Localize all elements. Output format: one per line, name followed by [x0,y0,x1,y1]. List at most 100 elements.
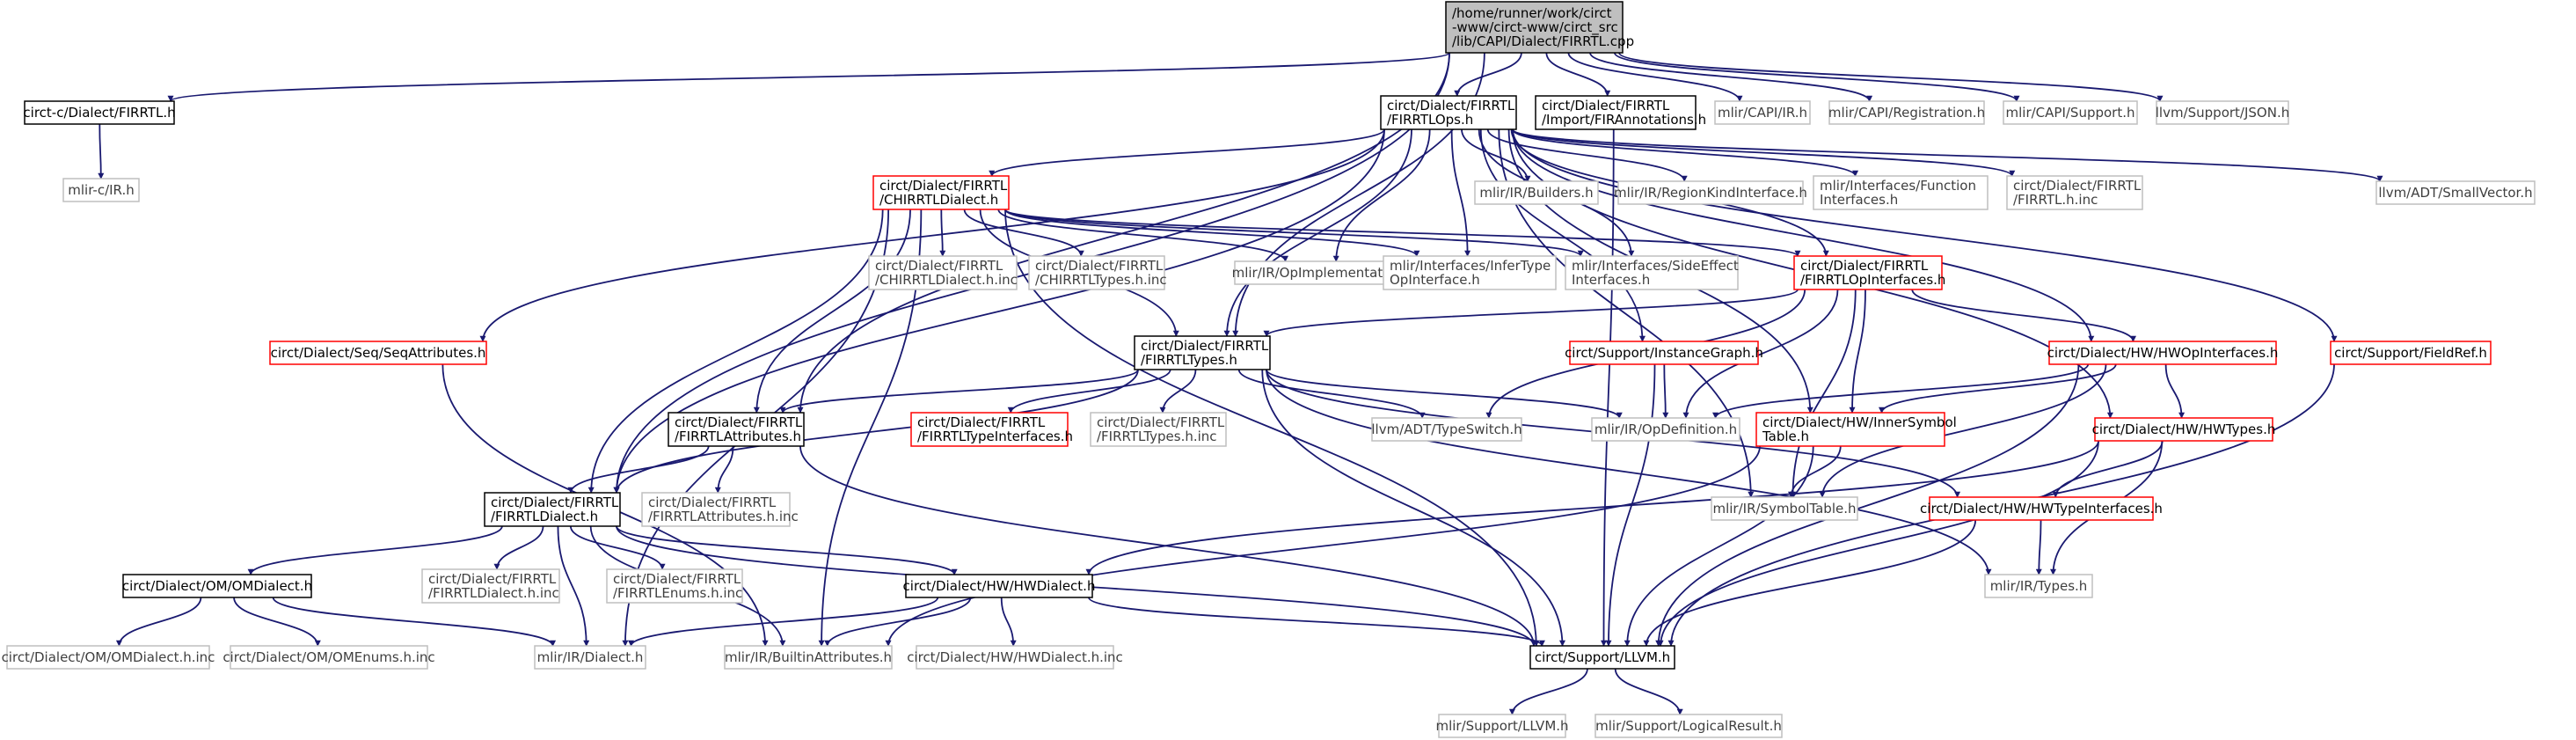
dependency-edge [1004,209,1584,257]
graph-node-firrtl-dialect-inc[interactable]: circt/Dialect/FIRRTL/FIRRTLDialect.h.inc [421,568,560,604]
graph-node-mlir-capi-ir[interactable]: mlir/CAPI/IR.h [1714,100,1811,125]
graph-node-llvm-json[interactable]: llvm/Support/JSON.h [2156,100,2289,125]
graph-node-firrtl-types-inc[interactable]: circt/Dialect/FIRRTL/FIRRTLTypes.h.inc [1090,412,1227,447]
node-label-line: circt/Support/FieldRef.h [2334,345,2487,361]
dependency-edge [1712,363,2090,419]
node-box [1711,496,1858,521]
graph-node-root[interactable]: /home/runner/work/circt-www/circt-www/ci… [1445,1,1634,54]
graph-node-hw-dialect[interactable]: circt/Dialect/HW/HWDialect.h [903,574,1096,598]
graph-node-firrtl-type-interfaces[interactable]: circt/Dialect/FIRRTL/FIRRTLTypeInterface… [910,412,1073,447]
dependency-edge [1454,52,1522,97]
graph-node-capi-firrtl-h[interactable]: circt-c/Dialect/FIRRTL.h [23,100,176,125]
node-label-line: /FIRRTLAttributes.h.inc [648,509,799,524]
graph-node-firrtl-attributes-inc[interactable]: circt/Dialect/FIRRTL/FIRRTLAttributes.h.… [641,492,799,527]
edge-firrtlops-to-hw-op-interfaces [1512,128,2095,342]
node-label-line: mlir/Interfaces/SideEffect [1572,258,1739,274]
graph-node-firrtl-h-inc[interactable]: circt/Dialect/FIRRTL/FIRRTL.h.inc [2006,175,2143,210]
graph-node-type-switch[interactable]: llvm/ADT/TypeSwitch.h [1371,417,1522,442]
graph-node-hw-types[interactable]: circt/Dialect/HW/HWTypes.h [2092,417,2276,442]
graph-node-builtin-attributes[interactable]: mlir/IR/BuiltinAttributes.h [724,645,893,670]
edge-om-dialect-to-om-enums-inc [233,597,321,647]
graph-node-om-enums-inc[interactable]: circt/Dialect/OM/OMEnums.h.inc [223,645,435,670]
graph-node-small-vector[interactable]: llvm/ADT/SmallVector.h [2375,180,2536,205]
graph-node-support-llvm[interactable]: circt/Support/LLVM.h [1529,645,1675,670]
node-label-line: circt/Dialect/FIRRTL [428,571,557,587]
node-label-line: llvm/Support/JSON.h [2156,105,2289,121]
graph-node-firrtl-op-interfaces[interactable]: circt/Dialect/FIRRTL/FIRRTLOpInterfaces.… [1793,255,1945,290]
graph-node-seq-attributes[interactable]: circt/Dialect/Seq/SeqAttributes.h [269,341,487,365]
graph-node-mlir-ir-types[interactable]: mlir/IR/Types.h [1984,574,2093,598]
graph-node-mlirc-ir[interactable]: mlir-c/IR.h [62,178,140,202]
node-box [641,492,791,527]
edge-chirrtl-dialect-to-firrtl-attributes [753,209,911,414]
graph-node-hw-dialect-inc[interactable]: circt/Dialect/HW/HWDialect.h.inc [907,645,1123,670]
graph-node-region-kind[interactable]: mlir/IR/RegionKindInterface.h [1614,180,1807,205]
dependency-edge [779,369,1139,414]
edge-firrtlops-to-region-kind [1486,128,1688,182]
node-label-line: circt/Dialect/OM/OMDialect.h.inc [2,649,215,665]
node-box [2156,100,2289,125]
node-box [1380,95,1517,130]
graph-node-chirrtl-types-inc[interactable]: circt/Dialect/FIRRTL/CHIRRTLTypes.h.inc [1028,255,1167,290]
graph-node-chirrtl-dialect[interactable]: circt/Dialect/FIRRTL/CHIRRTLDialect.h [872,175,1010,210]
dependency-edge [233,597,321,647]
graph-node-firrtl-attributes[interactable]: circt/Dialect/FIRRTL/FIRRTLAttributes.h [668,412,805,447]
graph-node-fir-annotations[interactable]: circt/Dialect/FIRRTL/Import/FIRAnnotatio… [1535,95,1706,130]
node-label-line: mlir/Support/LogicalResult.h [1595,718,1782,734]
edge-chirrtl-dialect-to-infer-type [1004,209,1420,257]
graph-node-mlir-ir-builders[interactable]: mlir/IR/Builders.h [1474,180,1599,205]
node-label-line: mlir/IR/SymbolTable.h [1712,501,1856,517]
graph-node-op-definition[interactable]: mlir/IR/OpDefinition.h [1591,417,1740,442]
node-box [230,645,428,670]
graph-node-om-dialect[interactable]: circt/Dialect/OM/OMDialect.h [122,574,312,598]
node-box [724,645,893,670]
graph-node-field-ref[interactable]: circt/Support/FieldRef.h [2330,341,2492,365]
dependency-edge [1657,440,2099,647]
node-label-line: /FIRRTLDialect.h.inc [428,585,559,601]
node-label-line: circt/Dialect/HW/HWOpInterfaces.h [2047,345,2279,361]
graph-node-mlir-capi-support[interactable]: mlir/CAPI/Support.h [2003,100,2138,125]
graph-node-logical-result[interactable]: mlir/Support/LogicalResult.h [1594,714,1783,738]
node-label-line: circt/Dialect/FIRRTL [879,178,1008,194]
graph-node-firrtlops[interactable]: circt/Dialect/FIRRTL/FIRRTLOps.h [1380,95,1517,130]
dependency-edge [1450,128,1471,257]
graph-node-firrtl-enums-inc[interactable]: circt/Dialect/FIRRTL/FIRRTLEnums.h.inc [606,568,743,604]
edge-hw-types-to-hw-type-interfaces [2052,440,2164,498]
node-label-line: mlir/IR/OpImplementation.h [1232,265,1416,281]
node-label-line: circt/Dialect/OM/OMEnums.h.inc [223,649,434,665]
node-label-line: circt/Dialect/FIRRTL [1097,414,1225,430]
dependency-edge [1159,369,1197,414]
node-label-line: circt/Dialect/OM/OMDialect.h [122,578,312,594]
node-label-line: Interfaces.h [1820,192,1898,208]
node-label-line: mlir/IR/RegionKindInterface.h [1614,185,1807,201]
dependency-edge [1849,289,1866,414]
node-box [916,645,1114,670]
node-label-line: /FIRRTLEnums.h.inc [613,585,742,601]
edge-firrtl-dialect-to-hw-dialect [616,525,958,575]
graph-node-mlir-capi-registration[interactable]: mlir/CAPI/Registration.h [1828,100,1985,125]
graph-node-om-dialect-inc[interactable]: circt/Dialect/OM/OMDialect.h.inc [2,645,215,670]
node-box [606,568,743,604]
graph-node-mlir-support-llvm[interactable]: mlir/Support/LLVM.h [1435,714,1569,738]
node-label-line: mlir/IR/Types.h [1990,578,2088,594]
graph-node-mlir-ir-dialect[interactable]: mlir/IR/Dialect.h [534,645,646,670]
dependency-edge [1007,369,1171,414]
graph-node-firrtl-types[interactable]: circt/Dialect/FIRRTL/FIRRTLTypes.h [1134,335,1271,370]
node-label-line: /FIRRTLAttributes.h [675,429,801,444]
node-label-line: llvm/ADT/TypeSwitch.h [1371,421,1522,437]
graph-node-instance-graph[interactable]: circt/Support/InstanceGraph.h [1565,341,1763,365]
node-label-line: llvm/ADT/SmallVector.h [2378,185,2532,201]
edge-root-to-firrtl-attributes [797,52,1450,414]
graph-node-firrtl-dialect[interactable]: circt/Dialect/FIRRTL/FIRRTLDialect.h [484,492,621,527]
graph-node-hw-op-interfaces[interactable]: circt/Dialect/HW/HWOpInterfaces.h [2047,341,2279,365]
edge-hw-types-to-support-llvm [1657,440,2099,647]
edge-capi-firrtl-h-to-mlirc-ir [98,123,105,180]
graph-node-chirrtl-dialect-inc[interactable]: circt/Dialect/FIRRTL/CHIRRTLDialect.h.in… [868,255,1018,290]
graph-node-symbol-table[interactable]: mlir/IR/SymbolTable.h [1711,496,1858,521]
edge-firrtl-op-interfaces-to-inner-symbol-table [1849,289,1866,414]
graph-node-hw-type-interfaces[interactable]: circt/Dialect/HW/HWTypeInterfaces.h [1920,496,2163,521]
